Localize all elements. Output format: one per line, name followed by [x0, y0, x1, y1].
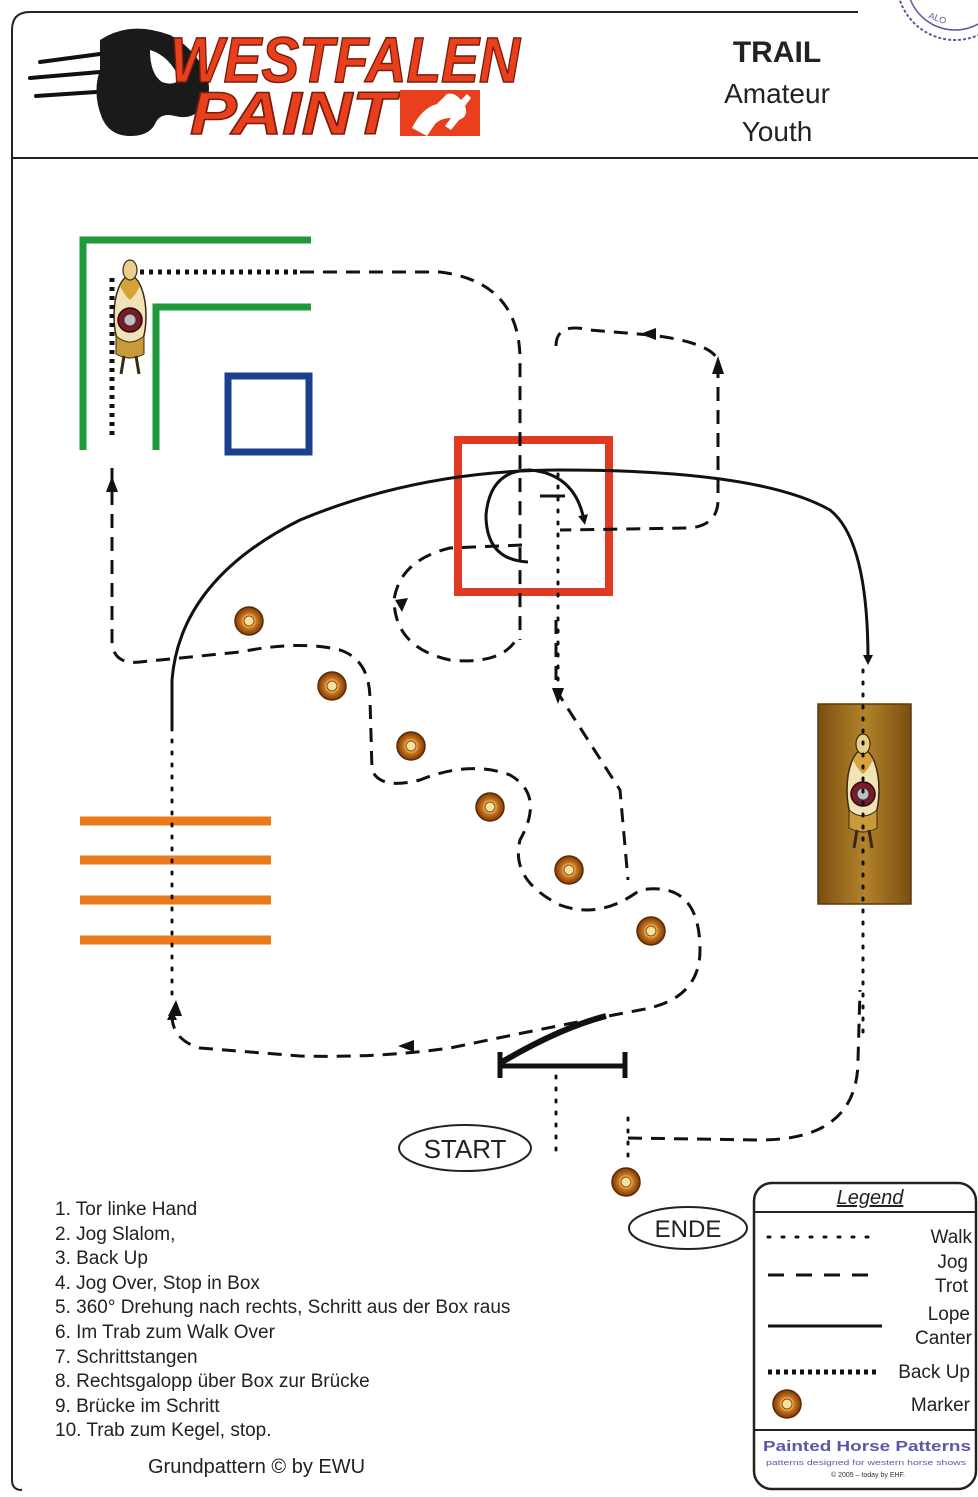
- start-label-oval: [398, 1124, 532, 1172]
- marker-cone-icon: [234, 606, 264, 636]
- turn-circle: [484, 468, 588, 564]
- horse-rider-icon: [112, 258, 148, 376]
- legend-backup: Back Up: [898, 1362, 970, 1383]
- sheet-frame: [11, 11, 858, 1491]
- red-box-obstacle: [454, 436, 613, 596]
- legend-canter: Canter: [915, 1328, 973, 1349]
- gate-obstacle: [79, 236, 311, 450]
- marker-cone-icon: [396, 731, 426, 761]
- blue-box-obstacle: [224, 372, 313, 456]
- marker-cone-icon: [636, 916, 666, 946]
- brand-line2: PAINT: [190, 80, 400, 147]
- walk-over-poles: [80, 816, 271, 945]
- legend-marker: Marker: [911, 1395, 971, 1416]
- step-item: 5. 360° Drehung nach rechts, Schritt aus…: [55, 1297, 511, 1319]
- arrow-icon: [395, 598, 408, 612]
- step-item: 10. Trab zum Kegel, stop.: [55, 1420, 272, 1442]
- brand-logo: WESTFALEN PAINT: [28, 23, 522, 148]
- step-item: 9. Brücke im Schritt: [55, 1395, 220, 1417]
- seal-stamp-icon: ALO: [898, 0, 978, 41]
- walk-lines: [170, 472, 865, 1162]
- start-label: START: [424, 1134, 507, 1164]
- step-item: 1. Tor linke Hand: [55, 1199, 198, 1220]
- horse-head-logo-icon: [28, 28, 209, 137]
- step-item: 8. Rechtsgalopp über Box zur Brücke: [55, 1371, 370, 1393]
- jog-lines: [110, 270, 862, 1142]
- step-item: 2. Jog Slalom,: [55, 1223, 176, 1245]
- svg-text:Painted Horse Patterns: Painted Horse Patterns: [763, 1438, 971, 1455]
- legend-walk: Walk: [930, 1227, 972, 1248]
- end-label-oval: [628, 1206, 748, 1250]
- marker-cone-icon: [554, 855, 584, 885]
- start-line: [497, 1013, 628, 1078]
- division-amateur: Amateur: [724, 78, 830, 109]
- copyright-note: Grundpattern © by EWU: [148, 1456, 366, 1478]
- legend-box: Legend Walk Jog Trot Lope Canter Back Up…: [752, 1181, 978, 1491]
- arrow-icon: [712, 356, 724, 374]
- marker-cone-icon: [611, 1167, 641, 1197]
- svg-text:© 2005 – today by EHF.: © 2005 – today by EHF.: [831, 1471, 905, 1479]
- arrow-icon: [640, 328, 656, 340]
- running-horse-icon: [400, 90, 480, 136]
- step-item: 3. Back Up: [55, 1248, 148, 1270]
- step-item: 6. Im Trab zum Walk Over: [55, 1321, 275, 1343]
- marker-cones: [234, 606, 666, 1197]
- legend-lope: Lope: [928, 1304, 970, 1325]
- painted-horse-patterns-logo: Painted Horse Patterns patterns designed…: [763, 1438, 971, 1479]
- arrow-icon: [398, 1040, 414, 1052]
- arrow-icon: [168, 1000, 182, 1016]
- marker-cone-icon: [317, 671, 347, 701]
- legend-jog: Jog: [937, 1252, 968, 1273]
- legend-title: Legend: [837, 1187, 905, 1209]
- marker-cone-icon: [475, 792, 505, 822]
- step-item: 4. Jog Over, Stop in Box: [55, 1272, 260, 1294]
- svg-text:patterns designed for western: patterns designed for western horse show…: [766, 1460, 967, 1467]
- end-label: ENDE: [655, 1216, 722, 1243]
- arrow-icon: [552, 688, 564, 704]
- arrow-icon: [106, 476, 118, 492]
- lope-line: [170, 468, 873, 728]
- step-list: 1. Tor linke Hand 2. Jog Slalom, 3. Back…: [55, 1198, 510, 1444]
- brand-line1: WESTFALEN: [170, 24, 522, 96]
- division-youth: Youth: [742, 116, 813, 147]
- class-title: TRAIL: [733, 36, 821, 69]
- legend-trot: Trot: [935, 1276, 969, 1297]
- marker-cone-icon: [772, 1389, 802, 1419]
- step-item: 7. Schrittstangen: [55, 1346, 198, 1368]
